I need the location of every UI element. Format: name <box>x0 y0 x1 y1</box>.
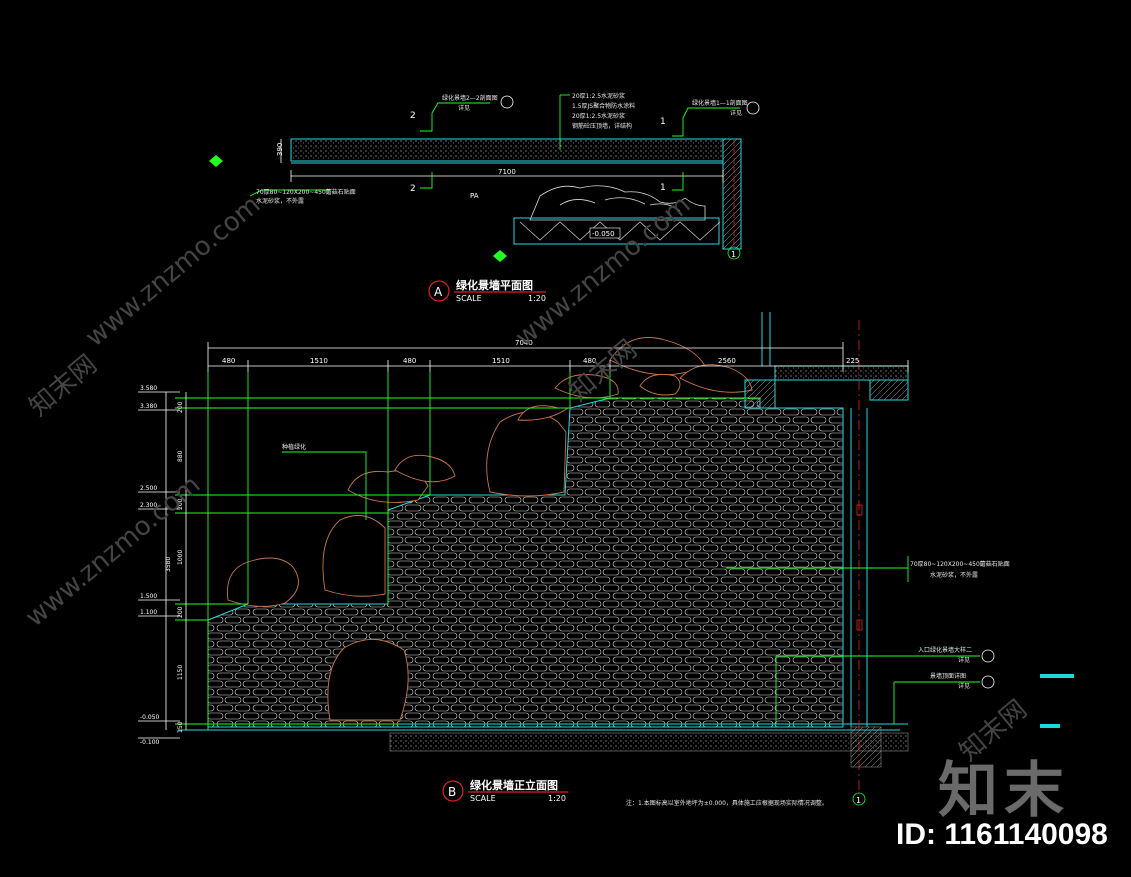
level-7: -0.050 <box>140 714 160 721</box>
elev-footnote: 注：1.本图标高以室外地坪为±0.000，具体施工应根据现场实际情况调整。 <box>626 799 828 807</box>
elev-title-marker: B <box>448 785 456 799</box>
height-3: 200 <box>177 498 184 510</box>
elev-scale-value: 1:20 <box>548 794 566 803</box>
plan-title: 绿化景墙平面图 <box>456 278 533 292</box>
plan-scale-label: SCALE <box>456 294 482 303</box>
height-1: 200 <box>177 401 184 413</box>
plan-view: -0.050 7100 390 PA 2 2 1 1 绿化景墙2—2剖面图 详见… <box>209 92 760 303</box>
document-id: ID: 1161140098 <box>896 818 1108 851</box>
level-5: 1.500 <box>140 593 157 600</box>
elev-seg-7: 225 <box>846 357 859 365</box>
plan-sec2-top: 2 <box>410 111 416 121</box>
level-6: 1.100 <box>140 609 157 616</box>
brand-logo: 知末 <box>938 756 1070 826</box>
level-2: 3.380 <box>140 403 157 410</box>
plan-wall-end <box>722 138 742 250</box>
height-7: 1150 <box>177 665 184 680</box>
plan-sec1-top: 1 <box>660 117 666 127</box>
plan-sec2-bot: 2 <box>410 184 416 194</box>
note-right-1: 70厚80~120X200~450蘑菇石贴面 <box>910 560 1010 568</box>
callout-1: 入口绿化景墙大样二 <box>918 646 972 654</box>
plan-note-1: 20厚1:2.5水泥砂浆 <box>572 92 625 100</box>
boulders <box>226 337 753 721</box>
elev-scale-label: SCALE <box>470 794 496 803</box>
elev-seg-2: 1510 <box>310 357 328 365</box>
height-5: 3580 <box>165 557 172 572</box>
callout-1-sub: 详见 <box>958 656 970 664</box>
elev-seg-3: 480 <box>403 357 416 365</box>
elev-axis-marker: 1 <box>856 796 861 805</box>
level-4: 2.300 <box>140 502 157 509</box>
plan-elev-label: -0.050 <box>592 230 615 238</box>
plan-dim-thick: 390 <box>276 143 284 156</box>
plan-note-2: 1.5厚JS聚合物防水涂料 <box>572 102 635 110</box>
plan-wall-slab <box>290 138 724 162</box>
plan-axis-marker: 1 <box>731 250 736 259</box>
plan-scale-value: 1:20 <box>528 294 546 303</box>
plan-note-3: 20厚1:2.5水泥砂浆 <box>572 112 625 120</box>
elev-seg-5: 480 <box>583 357 596 365</box>
elevation-view: 1 7040 480 1510 480 1510 480 2560 225 <box>138 312 1010 807</box>
height-6: 200 <box>177 606 184 618</box>
plan-dim-width: 7100 <box>498 168 516 176</box>
height-8: 150 <box>177 721 184 733</box>
level-1: 3.580 <box>140 385 157 392</box>
cyan-mark-2 <box>1040 724 1060 728</box>
callout-2: 景墙顶面详图 <box>930 672 966 680</box>
plan-note-left-1: 70厚80~120X200~450蘑菇石贴面 <box>256 188 356 196</box>
elev-title: 绿化景墙正立面图 <box>470 778 558 792</box>
level-3: 2.500 <box>140 485 157 492</box>
plan-sec1-bot: 1 <box>660 183 666 193</box>
plan-note-4: 钢筋砼压顶墙，详结构 <box>572 122 632 130</box>
level-8: -0.100 <box>140 739 160 746</box>
plan-note-left-2: 水泥砂浆，不外露 <box>256 197 304 205</box>
elev-total-width: 7040 <box>515 339 533 347</box>
plan-callout-left: 绿化景墙2—2剖面图 <box>442 94 498 102</box>
plan-callout-left-sub: 详见 <box>458 104 470 112</box>
elev-seg-1: 480 <box>222 357 235 365</box>
plan-pa-label: PA <box>470 192 479 200</box>
height-4: 1000 <box>177 550 184 565</box>
label-plant: 种植绿化 <box>282 443 306 451</box>
ground-base <box>389 732 909 752</box>
height-2: 880 <box>177 450 184 462</box>
elev-seg-6: 2560 <box>718 357 736 365</box>
callout-2-sub: 详见 <box>958 682 970 690</box>
plan-callout-right-sub: 详见 <box>730 109 742 117</box>
note-right-2: 水泥砂浆，不外露 <box>930 571 978 579</box>
plan-rocks <box>529 185 706 221</box>
elev-seg-4: 1510 <box>492 357 510 365</box>
cyan-mark-1 <box>1040 674 1074 678</box>
plan-title-marker: A <box>434 285 443 299</box>
plan-callout-right: 绿化景墙1—1剖面图 <box>692 99 748 107</box>
plan-pool <box>513 217 720 245</box>
